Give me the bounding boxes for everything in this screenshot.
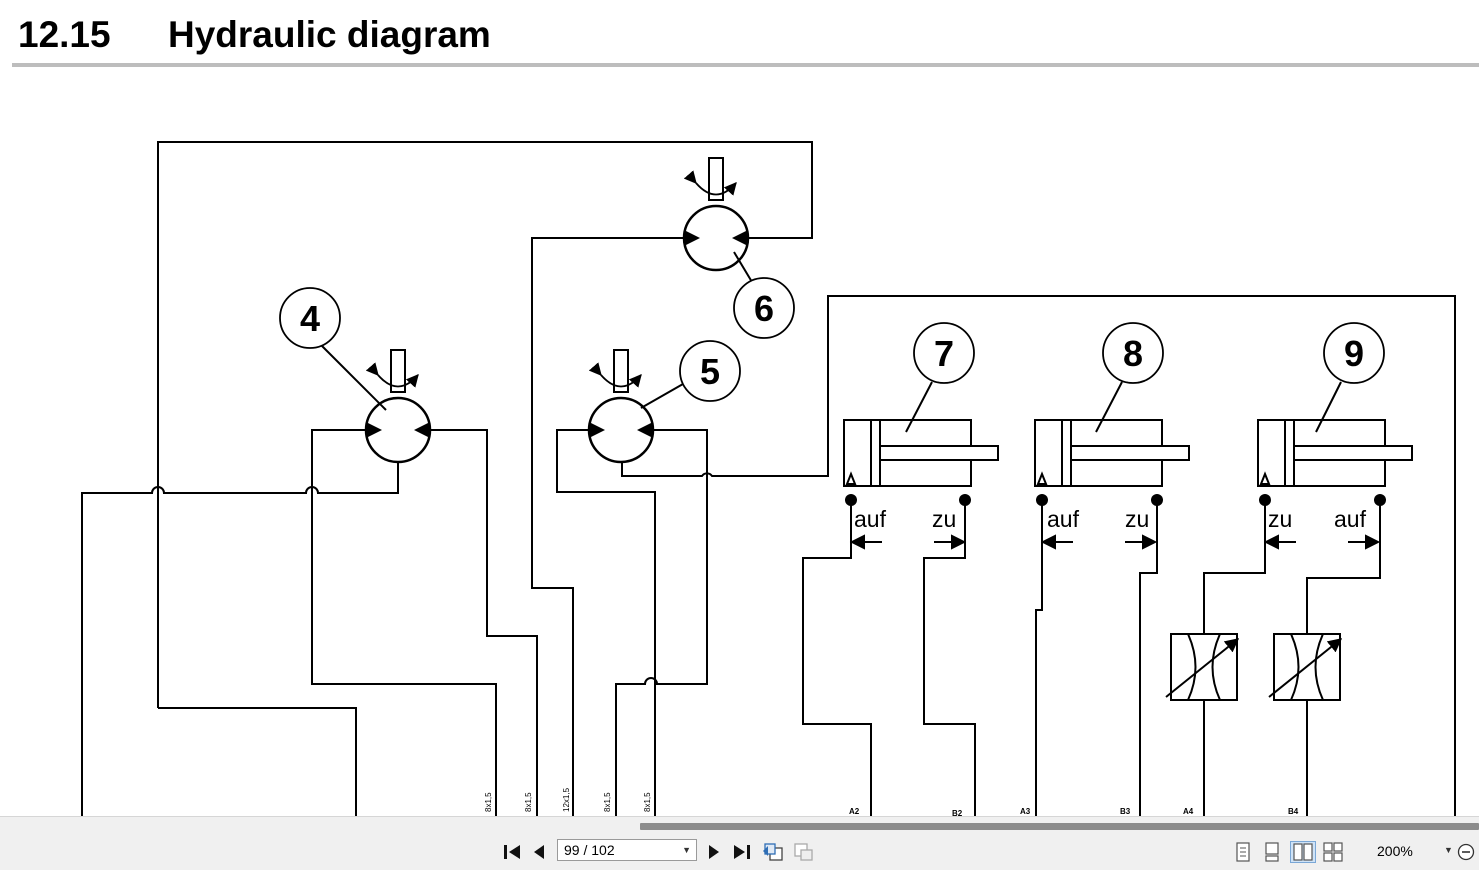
first-page-icon <box>504 845 520 859</box>
connection-label-b2: B2 <box>952 809 963 816</box>
viewer-toolbar: 99 / 102 ▼ <box>0 816 1479 870</box>
callout-9: 9 <box>1344 333 1364 374</box>
page-number-select[interactable]: 99 / 102 ▼ <box>557 839 697 861</box>
hydraulic-motor-5 <box>587 349 655 464</box>
cylinder-7 <box>843 419 999 487</box>
callout-5: 5 <box>700 351 720 392</box>
callout-leaders <box>321 251 1342 433</box>
two-page-icon <box>1293 843 1313 861</box>
port-dots <box>845 494 1386 506</box>
flow-arrows <box>849 534 1381 550</box>
zoom-out-icon <box>1457 843 1475 861</box>
connection-label-a4: A4 <box>1183 807 1194 816</box>
next-page-icon <box>709 845 719 859</box>
pipe-label-5: 8x1,5 <box>643 792 652 812</box>
zoom-level[interactable]: 200% <box>1377 843 1413 859</box>
callout-7: 7 <box>934 333 954 374</box>
connection-label-b3: B3 <box>1120 807 1131 816</box>
cylinder-8 <box>1034 419 1190 487</box>
first-page-button[interactable] <box>501 841 523 863</box>
previous-view-button[interactable] <box>761 841 785 863</box>
previous-page-icon <box>534 845 544 859</box>
connection-label-a2: A2 <box>849 807 860 816</box>
next-view-button[interactable] <box>791 841 815 863</box>
previous-page-button[interactable] <box>530 841 548 863</box>
throttle-valve-a4 <box>1165 633 1240 701</box>
previous-view-icon <box>763 843 783 861</box>
single-page-view-button[interactable] <box>1233 841 1253 863</box>
callout-8: 8 <box>1123 333 1143 374</box>
pipe-label-2: 8x1,5 <box>524 792 533 812</box>
cylinders <box>843 419 1413 487</box>
cylinder-9 <box>1257 419 1413 487</box>
continuous-page-icon <box>1265 842 1279 862</box>
chevron-down-icon: ▼ <box>682 845 691 855</box>
last-page-button[interactable] <box>731 841 753 863</box>
throttle-valve-b4 <box>1268 633 1343 701</box>
two-page-continuous-view-button[interactable] <box>1322 841 1344 863</box>
port-label-c8-left: auf <box>1047 506 1080 532</box>
hydraulic-motor-6 <box>682 157 750 272</box>
next-page-button[interactable] <box>705 841 723 863</box>
connection-label-b4: B4 <box>1288 807 1299 816</box>
document-page: 12.15 Hydraulic diagram <box>12 14 1479 816</box>
hydraulic-motor-4 <box>364 349 432 464</box>
zoom-dropdown-icon[interactable]: ▼ <box>1444 845 1453 855</box>
port-label-c7-right: zu <box>932 506 956 532</box>
next-view-icon <box>794 843 813 861</box>
callout-bubbles <box>279 277 1385 402</box>
two-page-continuous-icon <box>1323 842 1343 862</box>
pipe-lines <box>81 141 1456 816</box>
section-number: 12.15 <box>18 14 111 55</box>
callout-4: 4 <box>300 298 320 339</box>
pipe-label-3: 12x1,5 <box>562 787 571 812</box>
port-label-c9-right: auf <box>1334 506 1367 532</box>
pipe-label-1: 8x1,5 <box>484 792 493 812</box>
hydraulic-diagram: 4 5 6 7 8 9 auf zu auf zu zu auf 8x1,5 8… <box>81 141 1456 816</box>
section-title: Hydraulic diagram <box>168 14 491 55</box>
last-page-icon <box>734 845 750 859</box>
callout-6: 6 <box>754 288 774 329</box>
zoom-out-button[interactable] <box>1456 841 1476 863</box>
heading-rule <box>12 63 1479 67</box>
port-label-c7-left: auf <box>854 506 887 532</box>
port-label-c8-right: zu <box>1125 506 1149 532</box>
single-page-icon <box>1236 842 1250 862</box>
pipe-label-4: 8x1,5 <box>603 792 612 812</box>
continuous-view-button[interactable] <box>1262 841 1282 863</box>
throttle-valves <box>1165 633 1343 701</box>
port-label-c9-left: zu <box>1268 506 1292 532</box>
page-number-value: 99 / 102 <box>564 842 615 858</box>
horizontal-scrollbar[interactable] <box>640 823 1479 830</box>
two-page-view-button[interactable] <box>1290 841 1316 863</box>
connection-label-a3: A3 <box>1020 807 1031 816</box>
